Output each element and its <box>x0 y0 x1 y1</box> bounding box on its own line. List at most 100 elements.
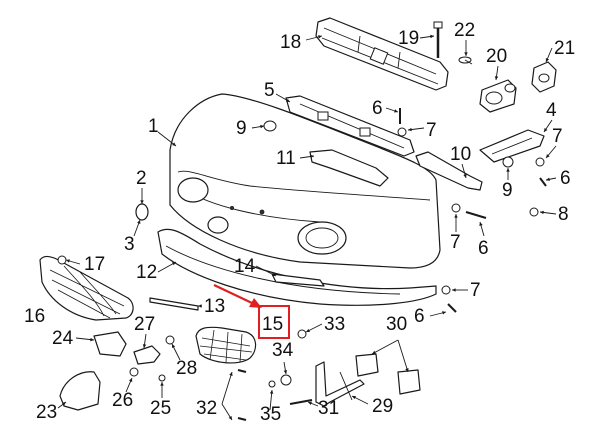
leader-17-head <box>66 259 70 263</box>
callout-30: 30 <box>386 314 407 335</box>
callout-22: 22 <box>454 20 475 41</box>
leader-24-head <box>90 337 94 342</box>
callout-1: 1 <box>148 116 159 137</box>
leader-25-head <box>160 382 164 386</box>
leader-7c-head <box>454 214 458 218</box>
leader-20-head <box>494 76 499 80</box>
part-24-clip <box>93 331 127 357</box>
leader-6d-head <box>442 311 446 315</box>
leader-33-head <box>306 328 310 332</box>
leader-3-head <box>137 220 141 224</box>
callout-17: 17 <box>84 254 105 275</box>
callout-2: 2 <box>136 168 147 189</box>
leader-32a <box>221 371 233 405</box>
part-15-center-grille <box>195 326 257 364</box>
leader-1-head <box>172 142 176 146</box>
callout-16: 16 <box>24 306 45 327</box>
highlight-arrow-shaft <box>213 284 253 304</box>
leader-14 <box>255 265 277 277</box>
callout-11: 11 <box>276 148 296 169</box>
leader-14-head <box>272 272 276 276</box>
leader-35-head <box>269 390 274 394</box>
part-14-trim-strip <box>271 273 325 287</box>
leader-34-head <box>283 370 288 374</box>
leader-8-head <box>540 210 544 215</box>
callout-12: 12 <box>136 262 157 283</box>
leader-30a <box>371 339 399 355</box>
callout-6b: 6 <box>560 168 571 189</box>
part-1-bumper-cover <box>169 93 441 269</box>
leader-6c-head <box>479 222 483 226</box>
callout-labels: 1 2 3 4 5 6 6 6 6 7 7 7 7 8 9 9 10 11 12… <box>24 20 575 425</box>
callout-18: 18 <box>280 32 301 53</box>
leader-30a-head <box>372 350 376 354</box>
part-22-screw <box>458 56 473 65</box>
callout-27: 27 <box>134 314 155 335</box>
leader-9a-head <box>260 124 264 129</box>
callout-31: 31 <box>318 398 339 419</box>
part-23-shield <box>59 371 101 411</box>
part-2-ring <box>135 203 149 221</box>
leader-5-head <box>286 98 290 102</box>
callout-28: 28 <box>176 358 197 379</box>
callout-7c: 7 <box>450 232 461 253</box>
part-16-side-grille <box>39 255 134 321</box>
leader-6a-head <box>394 109 398 113</box>
callout-6d: 6 <box>414 306 425 327</box>
leader-19-head <box>430 34 434 39</box>
callout-7a: 7 <box>426 120 437 141</box>
part-5-reinforcement <box>285 95 415 157</box>
callout-33: 33 <box>324 314 345 335</box>
callout-7d: 7 <box>470 280 481 301</box>
leader-21-head <box>545 58 550 62</box>
callout-26: 26 <box>112 390 133 411</box>
leader-4-head <box>544 128 548 132</box>
callout-23: 23 <box>36 402 57 423</box>
callout-34: 34 <box>272 340 294 361</box>
leader-1 <box>157 131 177 147</box>
leader-7b-head <box>546 154 550 158</box>
leader-lines <box>57 34 557 421</box>
callout-3: 3 <box>124 234 135 255</box>
leader-2-head <box>140 200 144 204</box>
leader-32a-head <box>229 372 233 376</box>
part-12-spoiler <box>157 228 437 306</box>
leader-12-head <box>172 262 176 266</box>
leader-7a-head <box>408 127 412 132</box>
callout-4: 4 <box>546 100 557 121</box>
leader-27-head <box>142 344 147 348</box>
leader-6b-head <box>546 177 550 181</box>
part-13-strip <box>149 297 199 311</box>
callout-6c: 6 <box>478 238 489 259</box>
part-4-side-bracket <box>479 129 545 163</box>
part-10-side-trim <box>415 151 483 191</box>
leader-11-head <box>310 154 314 159</box>
callout-20: 20 <box>486 46 507 67</box>
leader-9b-head <box>506 168 510 172</box>
callout-19: 19 <box>398 28 419 49</box>
callout-21: 21 <box>554 38 575 59</box>
part-18-impact-absorber <box>315 17 449 91</box>
leader-13-head <box>198 304 202 308</box>
callout-35: 35 <box>260 404 281 425</box>
leader-18-head <box>318 35 322 39</box>
part-19-bolt <box>433 21 443 58</box>
leader-10-head <box>463 174 467 178</box>
leader-29-head <box>352 396 356 400</box>
leader-26-head <box>128 378 133 382</box>
callout-24: 24 <box>52 328 74 349</box>
callout-8: 8 <box>558 204 569 225</box>
leader-30b-head <box>405 368 409 372</box>
leader-22-head <box>464 52 468 56</box>
callout-6a: 6 <box>372 98 383 119</box>
callout-29: 29 <box>372 396 393 417</box>
callout-13: 13 <box>204 296 225 317</box>
leader-7d-head <box>452 288 456 292</box>
part-20-sleeve <box>479 79 517 113</box>
hardware-fasteners <box>57 108 547 421</box>
part-30-mounts <box>355 353 421 395</box>
part-29-frame <box>315 361 365 407</box>
part-11-bracket <box>309 149 389 187</box>
